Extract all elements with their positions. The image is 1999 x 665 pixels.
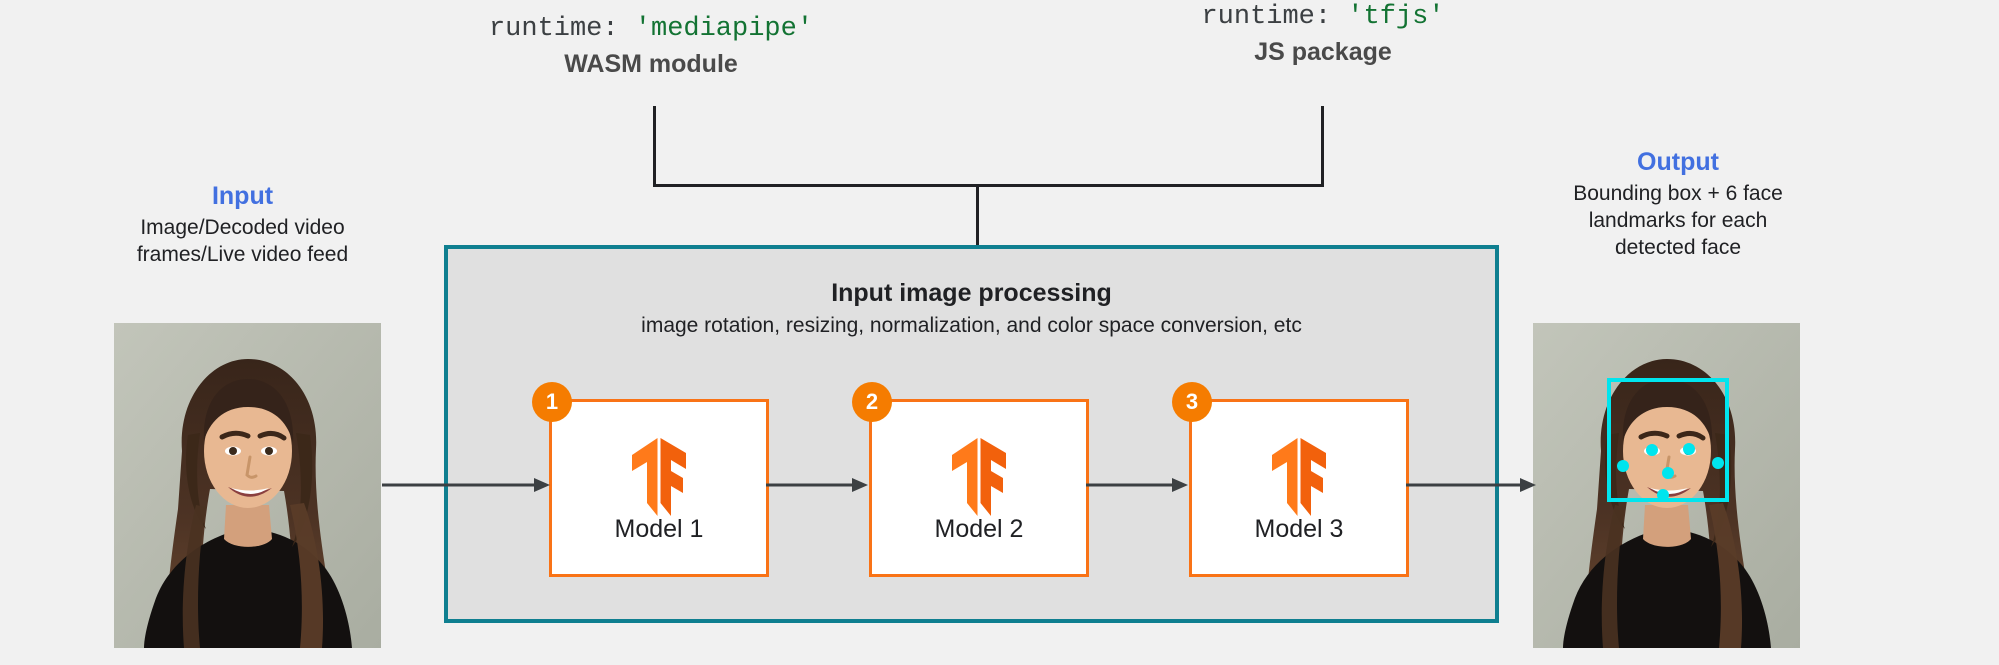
- landmark-right-ear: [1712, 457, 1724, 469]
- tensorflow-logo-icon: [946, 438, 1012, 516]
- output-description-line-3: detected face: [1614, 235, 1742, 259]
- arrow-model-1-to-model-2: [766, 474, 868, 496]
- landmark-nose-tip: [1662, 467, 1674, 479]
- face-bounding-box: [1607, 378, 1729, 502]
- output-description-line-1: Bounding box + 6 face: [1573, 182, 1783, 205]
- arrow-model-2-to-model-3: [1086, 474, 1188, 496]
- landmark-left-eye: [1646, 444, 1658, 456]
- runtime-code-tfjs: runtime: 'tfjs': [1158, 2, 1488, 32]
- output-photo-illustration: [1533, 323, 1800, 648]
- processing-title: Input image processing: [831, 279, 1112, 307]
- bracket-connector: [0, 0, 1999, 250]
- tensorflow-logo-icon: [1266, 438, 1332, 516]
- output-description-line-2: landmarks for each: [1588, 208, 1768, 232]
- runtime-key-label: runtime:: [488, 14, 619, 44]
- tensorflow-logo-icon: [626, 438, 692, 516]
- model-card-3[interactable]: 3 Model 3: [1172, 382, 1409, 577]
- bracket-drop-stem: [976, 184, 979, 246]
- runtime-key-label: runtime:: [1201, 2, 1332, 32]
- model-badge-3: 3: [1172, 382, 1212, 422]
- input-description: Image/Decoded video frames/Live video fe…: [110, 215, 375, 269]
- model-card-2[interactable]: 2 Model 2: [852, 382, 1089, 577]
- model-label-3: Model 3: [1254, 515, 1344, 543]
- model-badge-2: 2: [852, 382, 892, 422]
- output-photo: [1533, 323, 1800, 648]
- bracket-left-stem: [653, 106, 656, 186]
- input-photo-illustration: [114, 323, 381, 648]
- landmark-left-ear: [1617, 460, 1629, 472]
- bracket-crossbar: [653, 184, 1324, 187]
- model-badge-1: 1: [532, 382, 572, 422]
- runtime-annotation-tfjs: runtime: 'tfjs' JS package: [1158, 2, 1488, 67]
- input-photo: [114, 323, 381, 648]
- runtime-annotation-mediapipe: runtime: 'mediapipe' WASM module: [486, 14, 816, 79]
- runtime-value-label: 'tfjs': [1347, 2, 1445, 32]
- runtime-sublabel-jspackage: JS package: [1254, 38, 1392, 66]
- input-description-line-1: Image/Decoded video: [140, 216, 345, 239]
- input-title: Input: [211, 182, 274, 210]
- face-landmarks: [1617, 443, 1724, 501]
- arrow-model-3-to-output: [1406, 474, 1536, 496]
- input-label-group: Input Image/Decoded video frames/Live vi…: [110, 182, 375, 269]
- landmark-right-eye: [1683, 443, 1695, 455]
- output-title: Output: [1637, 148, 1719, 176]
- output-label-group: Output Bounding box + 6 face landmarks f…: [1543, 148, 1813, 262]
- runtime-sublabel-wasm: WASM module: [564, 50, 738, 78]
- output-description: Bounding box + 6 face landmarks for each…: [1543, 181, 1813, 262]
- model-card-1[interactable]: 1 Model 1: [532, 382, 769, 577]
- landmark-mouth-center: [1657, 489, 1669, 501]
- input-image-processing-container: Input image processing image rotation, r…: [444, 245, 1499, 623]
- arrow-input-to-model-1: [382, 474, 550, 496]
- processing-subtitle: image rotation, resizing, normalization,…: [641, 314, 1302, 337]
- input-description-line-2: frames/Live video feed: [136, 242, 349, 266]
- model-label-2: Model 2: [934, 515, 1024, 543]
- runtime-value-label: 'mediapipe': [634, 14, 814, 44]
- runtime-code-mediapipe: runtime: 'mediapipe': [486, 14, 816, 44]
- model-label-1: Model 1: [614, 515, 704, 543]
- bracket-right-stem: [1321, 106, 1324, 186]
